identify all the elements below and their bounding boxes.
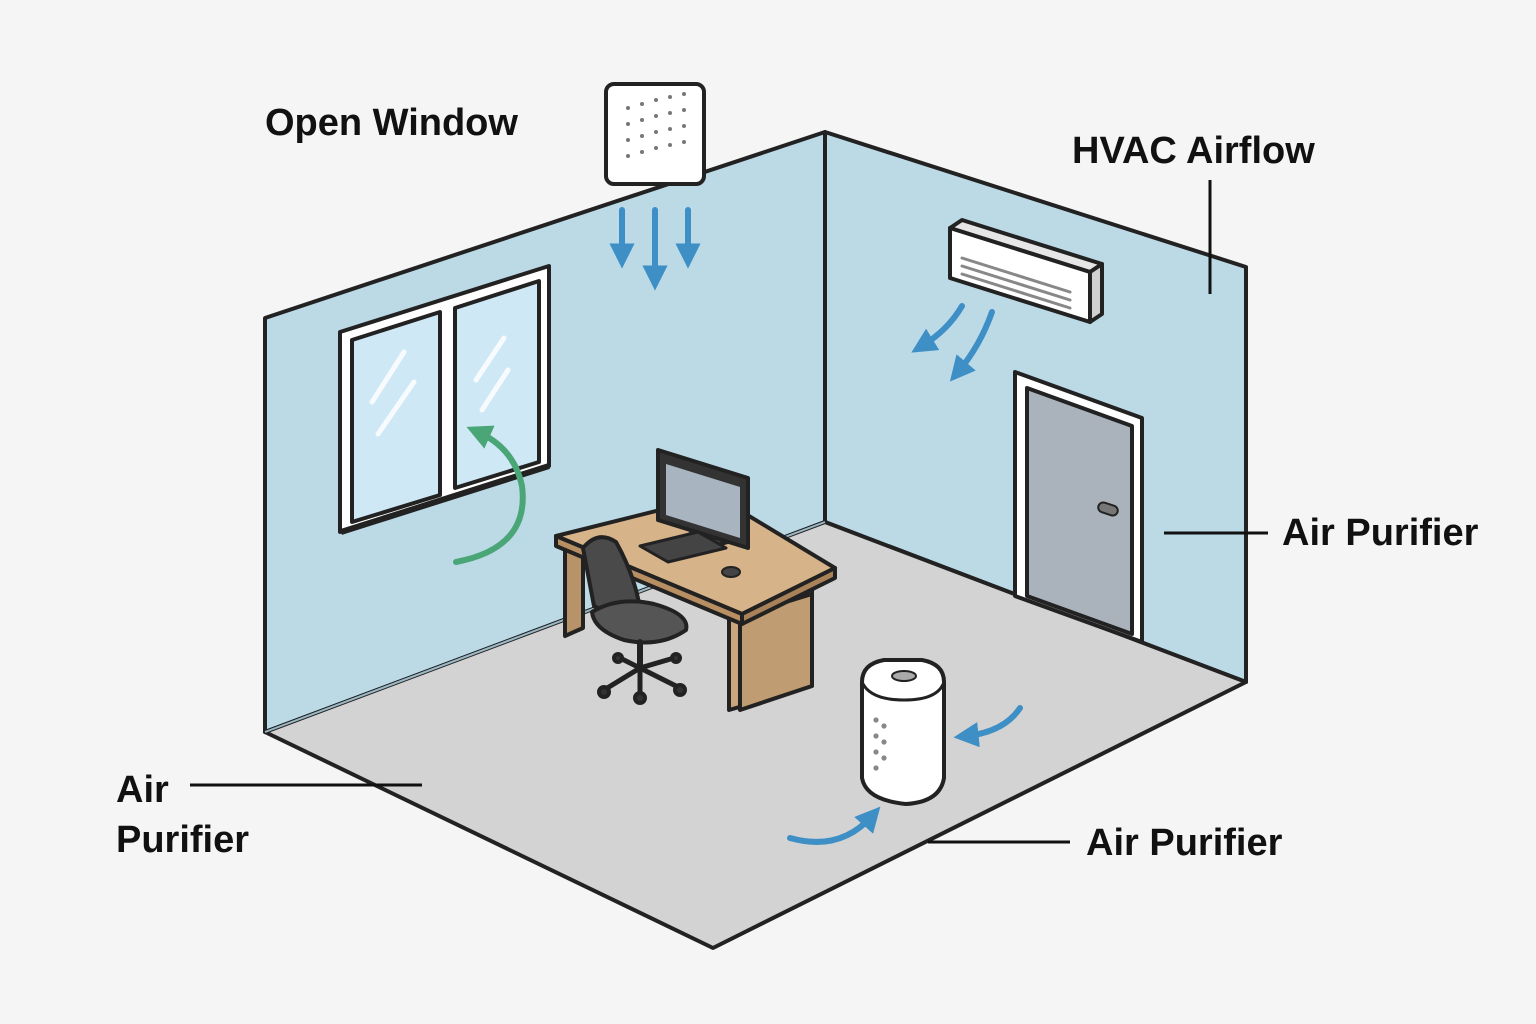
vent-airflow-arrows — [609, 207, 701, 291]
leader-lines — [190, 180, 1268, 844]
office-chair-icon — [581, 535, 689, 705]
hvac-airflow-label: HVAC Airflow — [1072, 130, 1315, 172]
air-purifier-label-left-line1: Air — [116, 769, 169, 811]
door — [1013, 370, 1144, 644]
open-window-label: Open Window — [265, 102, 518, 144]
purifier-airflow-arrows — [787, 705, 1023, 845]
window-glare — [369, 335, 511, 437]
desktop-monitor-icon — [638, 448, 750, 578]
air-purifier-icon — [860, 658, 946, 806]
air-purifier-label-left-line2: Purifier — [116, 819, 250, 861]
air-purifier-label-left: Air Purifier — [116, 765, 249, 865]
air-purifier-label-right: Air Purifier — [1282, 512, 1479, 554]
green-airflow-arrow — [453, 425, 526, 565]
hvac-airflow-arrows — [911, 303, 995, 382]
air-purifier-label-bottom: Air Purifier — [1086, 822, 1283, 864]
wall-ac-unit-icon — [948, 218, 1104, 324]
vent-grille-icon — [604, 82, 706, 186]
